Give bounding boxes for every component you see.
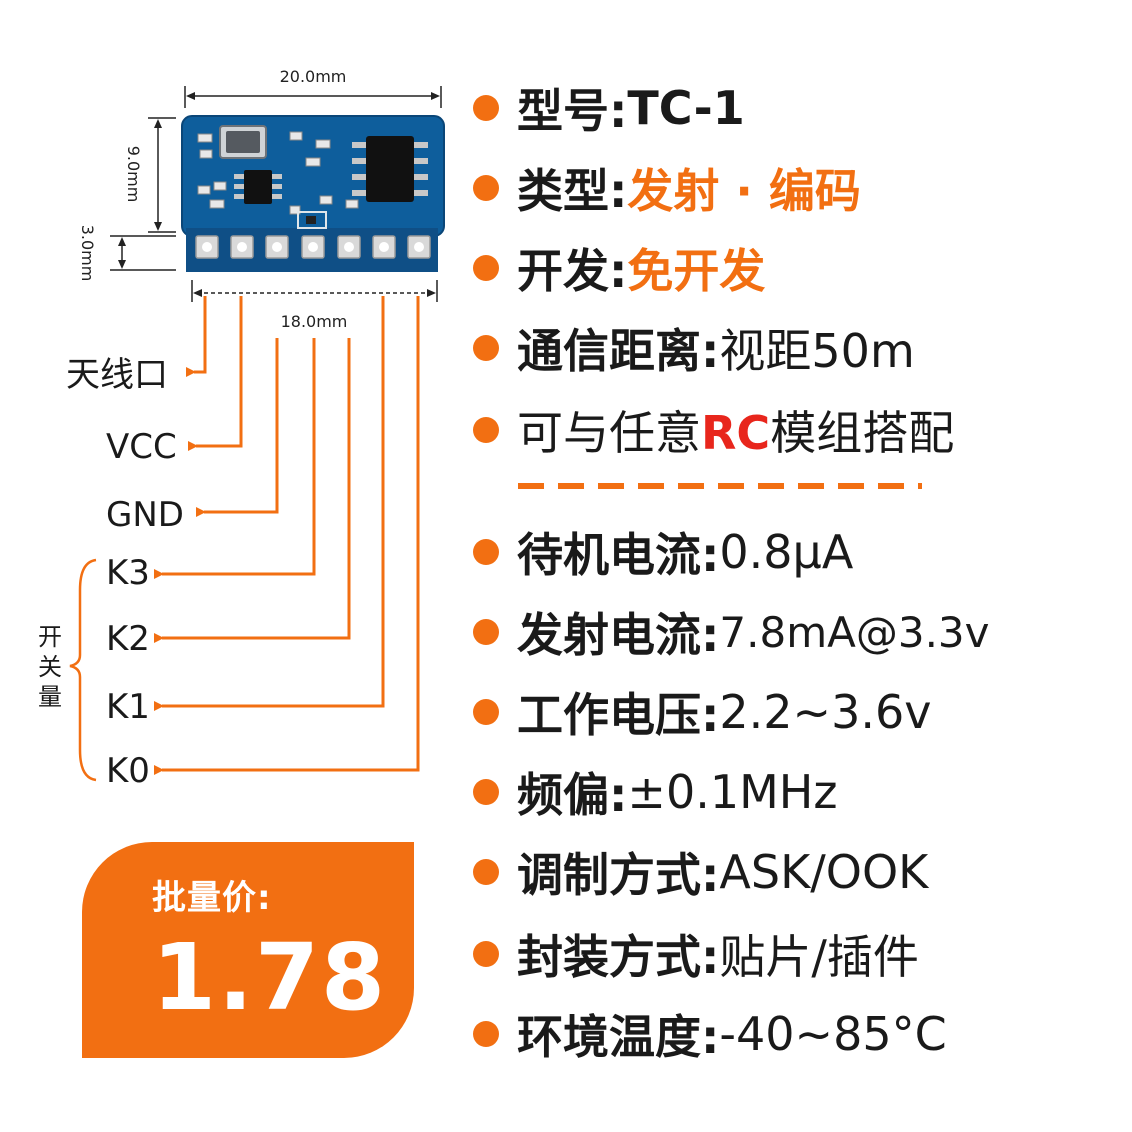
bullet-dot: [473, 95, 499, 121]
bullet-dot: [473, 941, 499, 967]
spec-distance: 通信距离: 视距50m: [470, 318, 915, 378]
spec-model: 型号: TC-1: [470, 78, 745, 138]
spec-development: 开发: 免开发: [470, 238, 765, 298]
price-label: 批量价:: [152, 878, 272, 918]
bullet-dot: [473, 539, 499, 565]
dim-height-pins: 3.0mm: [78, 225, 97, 282]
bullet-dot: [473, 255, 499, 281]
spec-standby-current: 待机电流: 0.8μA: [470, 522, 853, 582]
bullet-dot: [473, 175, 499, 201]
spec-modulation: 调制方式: ASK/OOK: [470, 842, 928, 902]
rc-highlight: RC: [701, 406, 771, 460]
pin-label-k3: K3: [106, 553, 150, 593]
dim-width-top: 20.0mm: [280, 67, 347, 86]
dim-width-pins: 18.0mm: [281, 312, 348, 331]
bullet-dot: [473, 1021, 499, 1047]
spec-temperature: 环境温度: -40~85°C: [470, 1004, 947, 1064]
pin-label-k2: K2: [106, 619, 150, 659]
pcb-module: [181, 115, 445, 272]
dim-height-body: 9.0mm: [124, 146, 143, 203]
switch-group-label: 开 关 量: [38, 623, 62, 711]
price-value: 1.78: [152, 924, 387, 1031]
bullet-dot: [473, 335, 499, 361]
bullet-dot: [473, 699, 499, 725]
spec-package: 封装方式: 贴片/插件: [470, 924, 919, 984]
pin-label-gnd: GND: [106, 495, 184, 535]
pin-label-k1: K1: [106, 687, 150, 727]
spec-freq-deviation: 频偏: ±0.1MHz: [470, 762, 838, 822]
pin-leaders: [154, 296, 420, 775]
bullet-dot: [473, 619, 499, 645]
bullet-dot: [473, 417, 499, 443]
module-diagram: 20.0mm 9.0mm 3.0mm 18.0mm: [0, 0, 470, 830]
pin-label-k0: K0: [106, 751, 150, 791]
dashed-divider: [518, 483, 922, 489]
bullet-dot: [473, 859, 499, 885]
spec-list: 型号: TC-1 类型: 发射 · 编码 开发: 免开发 通信距离: 视距50m…: [470, 0, 1110, 1132]
pin-label-antenna: 天线口: [66, 355, 168, 395]
bullet-dot: [473, 779, 499, 805]
spec-voltage: 工作电压: 2.2~3.6v: [470, 682, 931, 742]
spec-type: 类型: 发射 · 编码: [470, 158, 861, 218]
module-drawing: 20.0mm 9.0mm 3.0mm 18.0mm: [69, 67, 445, 782]
price-badge: 批量价: 1.78: [82, 842, 414, 1058]
spec-compat: 可与任意RC模组搭配: [470, 400, 954, 460]
spec-tx-current: 发射电流: 7.8mA@3.3v: [470, 602, 990, 662]
switch-group-brace: [69, 558, 97, 782]
pin-label-vcc: VCC: [106, 427, 177, 467]
